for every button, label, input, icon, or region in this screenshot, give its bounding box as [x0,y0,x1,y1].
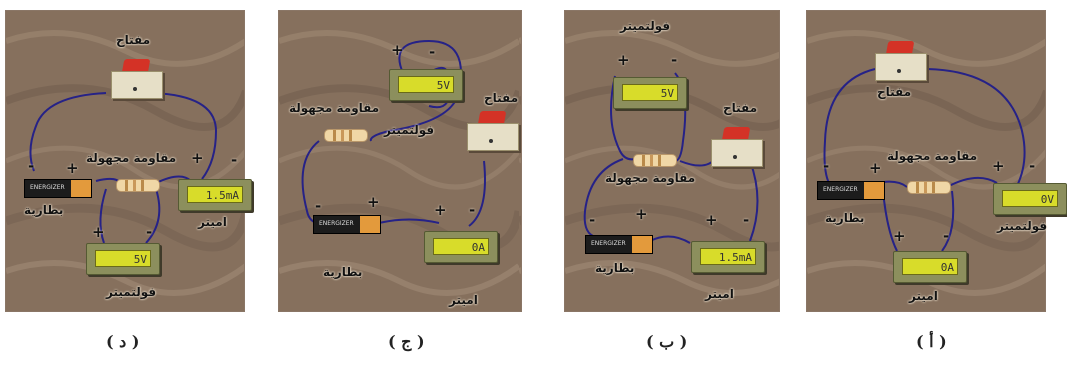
minus-sign: - [28,157,35,175]
voltmeter-reading: 5V [95,250,151,267]
circuit-panel-c: 5V + - فولتميتر مقاومة مجهولة مفتاح ENER… [278,10,522,312]
battery-label: بطارية [825,211,865,225]
resistor [324,129,368,142]
ammeter: 0A [893,251,967,283]
minus-sign: - [743,211,750,229]
ammeter-label: اميتر [449,293,478,307]
voltmeter-label: فولتميتر [384,123,435,137]
ammeter: 1.5mA [691,241,765,273]
voltmeter-reading: 5V [398,76,454,93]
minus-sign: - [315,197,322,215]
plus-sign: + [191,149,204,167]
plus-sign: + [391,41,404,59]
wires [29,92,218,244]
ammeter: 0A [424,231,498,263]
voltmeter: 0V [993,183,1067,215]
resistor-label: مقاومة مجهولة [605,171,696,185]
ammeter-reading: 0A [902,258,958,275]
wires [823,68,1026,252]
voltmeter: 5V [613,77,687,109]
voltmeter-label: فولتميتر [106,285,157,299]
plus-sign: + [992,157,1005,175]
switch-label: مفتاح [877,85,912,99]
battery: ENERGIZER [585,235,653,254]
plus-sign: + [66,159,79,177]
ammeter-reading: 0A [433,238,489,255]
ammeter-label: اميتر [198,215,227,229]
plus-sign: + [869,159,882,177]
minus-sign: - [823,157,830,175]
battery-label: بطارية [595,261,635,275]
voltmeter-label: فولتميتر [620,19,671,33]
minus-sign: - [469,201,476,219]
switch-label: مفتاح [723,101,758,115]
plus-sign: + [893,227,906,245]
voltmeter-reading: 5V [622,84,678,101]
ammeter-reading: 1.5mA [700,248,756,265]
minus-sign: - [671,51,678,69]
resistor-label: مقاومة مجهولة [289,101,380,115]
switch-label: مفتاح [484,91,519,105]
switch[interactable] [467,111,519,151]
plus-sign: + [92,223,105,241]
voltmeter-reading: 0V [1002,190,1058,207]
minus-sign: - [146,223,153,241]
plus-sign: + [617,51,630,69]
plus-sign: + [367,193,380,211]
switch[interactable] [111,59,163,99]
plus-sign: + [635,205,648,223]
circuit-panel-a: مفتاح مقاومة مجهولة ENERGIZER - + بطارية… [806,10,1067,312]
minus-sign: - [589,211,596,229]
voltmeter: 5V [389,69,463,101]
plus-sign: + [434,201,447,219]
battery-label: بطارية [24,203,64,217]
resistor [116,179,160,192]
battery: ENERGIZER [817,181,885,200]
caption-b: ( ب ) [646,332,688,351]
minus-sign: - [943,227,950,245]
minus-sign: - [1029,157,1036,175]
resistor-label: مقاومة مجهولة [887,149,978,163]
resistor [907,181,951,194]
switch[interactable] [711,127,763,167]
minus-sign: - [231,151,238,169]
caption-d: ( د ) [106,332,140,351]
circuit-panel-d: مفتاح مقاومة مجهولة ENERGIZER بطارية + -… [5,10,252,312]
voltmeter-label: فولتميتر [997,219,1048,233]
resistor [633,154,677,167]
battery: ENERGIZER [313,215,381,234]
minus-sign: - [429,43,436,61]
battery-label: بطارية [323,265,363,279]
battery: ENERGIZER [24,179,92,198]
caption-c: ( ج ) [388,332,425,351]
voltmeter: 5V [86,243,160,275]
ammeter-reading: 1.5mA [187,186,243,203]
switch-label: مفتاح [116,33,151,47]
ammeter-label: اميتر [909,289,938,303]
circuit-panel-b: فولتميتر 5V + - مفتاح مقاومة مجهولة ENER… [564,10,780,312]
ammeter-label: اميتر [705,287,734,301]
switch[interactable] [875,41,927,81]
resistor-label: مقاومة مجهولة [86,151,177,165]
ammeter: 1.5mA [178,179,252,211]
caption-a: ( أ ) [916,332,947,351]
plus-sign: + [705,211,718,229]
